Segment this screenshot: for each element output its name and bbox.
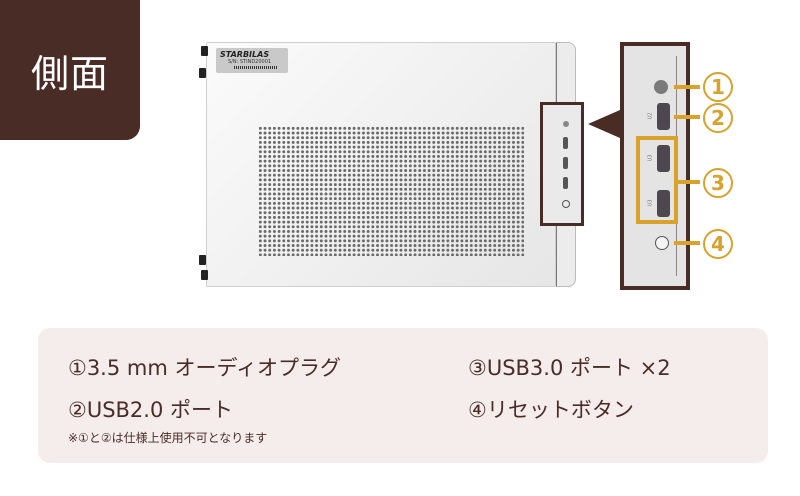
legend-note: ※①と②は仕様上使用不可となります — [68, 431, 268, 445]
serial-number: S/N: STIND20001 — [228, 59, 272, 65]
brand-name: STARBILAS — [220, 50, 270, 59]
legend-item-usb3: ③USB3.0 ポート ×2 — [468, 356, 671, 380]
callout-2: 2 — [703, 103, 733, 133]
legend-panel — [38, 328, 768, 463]
usb3-port — [657, 190, 670, 217]
page-title: 側面 — [0, 0, 140, 140]
hinge-icon — [201, 46, 208, 56]
legend-item-audio: ①3.5 mm オーディオプラグ — [68, 356, 342, 380]
vent-grille — [258, 126, 524, 256]
barcode — [234, 66, 278, 69]
product-label: STARBILAS S/N: STIND20001 — [216, 48, 288, 73]
callout-line — [678, 180, 700, 184]
legend-item-usb2: ②USB2.0 ポート — [68, 398, 234, 422]
hinge-icon — [201, 270, 208, 280]
port-area-highlight — [540, 102, 584, 226]
audio-jack — [654, 80, 668, 94]
zoom-pointer-arrow — [588, 110, 620, 138]
callout-line — [674, 241, 700, 245]
port-label: U2 — [647, 112, 654, 120]
usb3-group-highlight — [636, 136, 678, 224]
hinge-icon — [199, 68, 206, 78]
legend-item-reset: ④リセットボタン — [468, 398, 634, 422]
callout-line — [674, 115, 700, 119]
usb2-port — [657, 103, 670, 130]
callout-4: 4 — [703, 229, 733, 259]
callout-1: 1 — [703, 72, 733, 102]
usb3-port — [657, 145, 670, 172]
hinge-icon — [199, 255, 206, 265]
callout-3: 3 — [703, 168, 733, 198]
callout-line — [674, 85, 700, 89]
reset-button-hole — [655, 236, 669, 250]
